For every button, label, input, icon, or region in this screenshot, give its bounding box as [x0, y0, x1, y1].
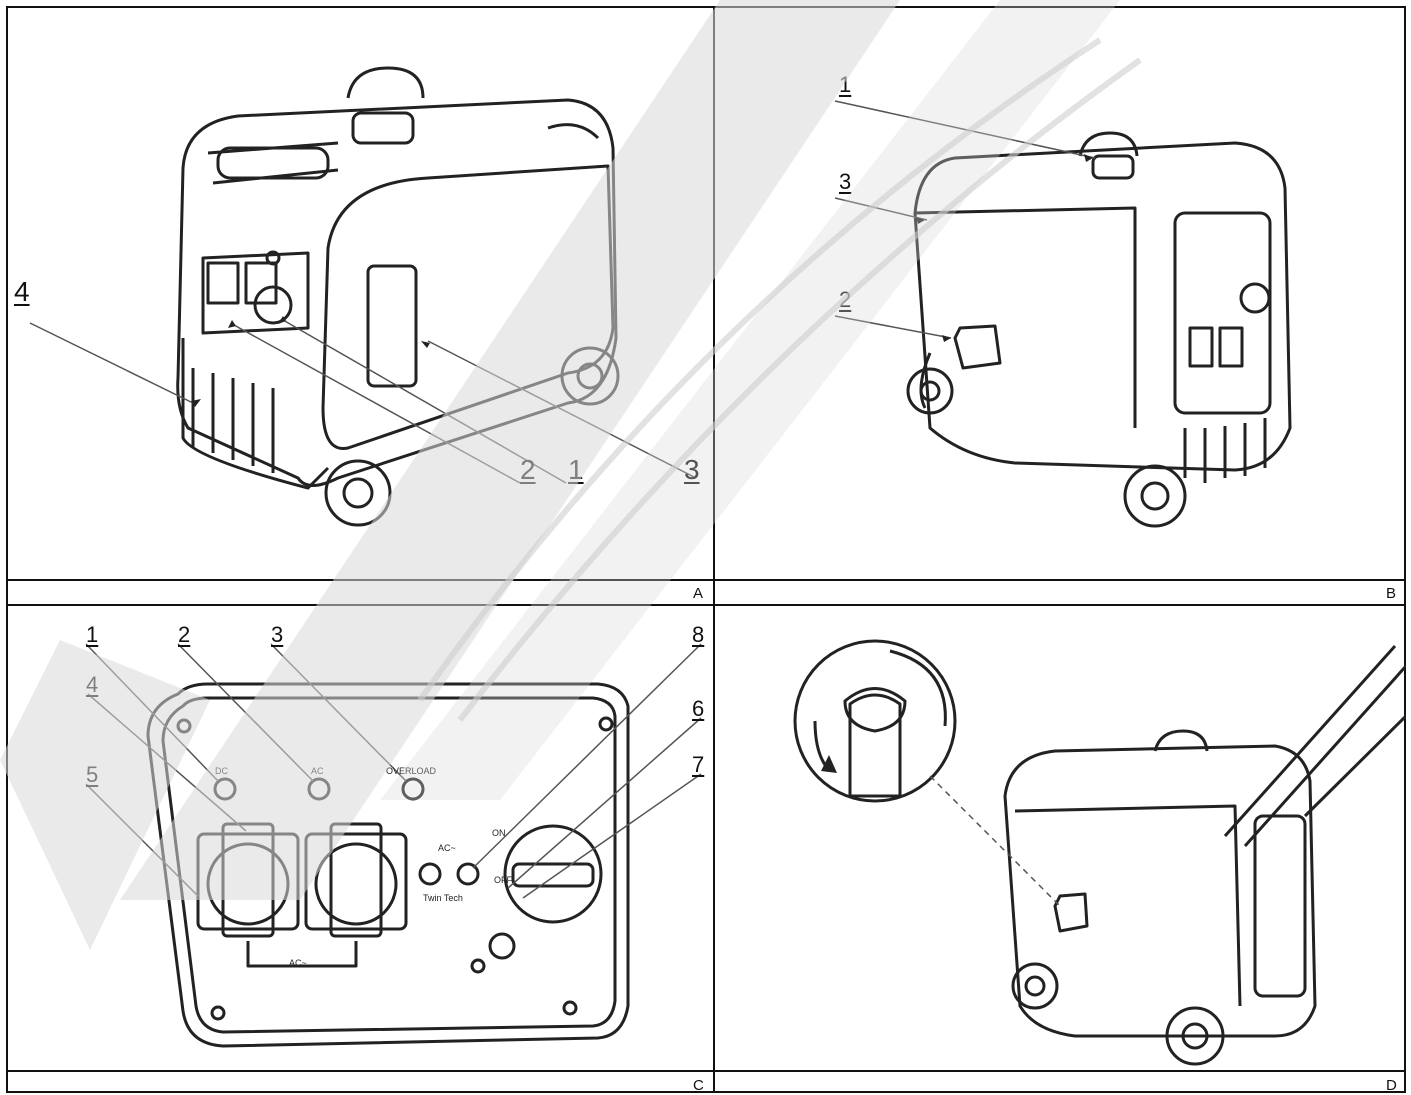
callout-c-4: 4	[86, 672, 99, 697]
callout-a-4: 4	[14, 276, 30, 307]
callout-c-8: 8	[692, 622, 705, 647]
switch-off-label: OFF	[494, 875, 512, 885]
callout-a-1: 1	[568, 454, 584, 485]
overload-indicator-label: OVERLOAD	[386, 766, 437, 776]
grid-divider-caption-bottom	[8, 1070, 1404, 1072]
callout-c-2: 2	[178, 622, 191, 647]
panel-d-illustration	[715, 606, 1406, 1070]
callout-c-1: 1	[86, 622, 99, 647]
panel-label-d: D	[1386, 1077, 1397, 1094]
generator-drawing-icon	[834, 100, 1292, 528]
callout-c-3: 3	[271, 622, 284, 647]
callout-a-2: 2	[520, 454, 536, 485]
ac-indicator-label: AC	[311, 766, 324, 776]
callout-c-6: 6	[692, 696, 705, 721]
callout-b-3: 3	[839, 169, 852, 194]
dc-indicator-label: DC	[215, 766, 228, 776]
panel-a-illustration: 4 2 1 3	[8, 8, 713, 579]
control-panel-drawing-icon: DC AC OVERLOAD AC~ Twin Tech ON OFF AC~	[85, 643, 702, 1048]
callout-c-5: 5	[86, 762, 99, 787]
callout-c-7: 7	[692, 752, 705, 777]
panel-c-illustration: DC AC OVERLOAD AC~ Twin Tech ON OFF AC~ …	[8, 606, 713, 1070]
switch-on-label: ON	[492, 828, 506, 838]
panel-label-b: B	[1386, 585, 1397, 602]
callout-b-2: 2	[839, 287, 852, 312]
figure-grid: 4 2 1 3 A	[6, 6, 1406, 1093]
twin-ac-label: AC~	[438, 843, 456, 853]
ac-socket-label: AC~	[289, 958, 307, 968]
generator-drawing-icon	[29, 66, 697, 527]
callout-b-1: 1	[839, 72, 852, 97]
callout-a-3: 3	[684, 454, 700, 485]
grid-divider-caption-top	[8, 579, 1404, 581]
twin-tech-label: Twin Tech	[423, 893, 463, 903]
panel-label-a: A	[693, 585, 704, 602]
generator-drawing-icon	[793, 639, 1406, 1066]
panel-label-c: C	[693, 1077, 704, 1094]
panel-b-illustration: 1 3 2	[715, 8, 1406, 579]
